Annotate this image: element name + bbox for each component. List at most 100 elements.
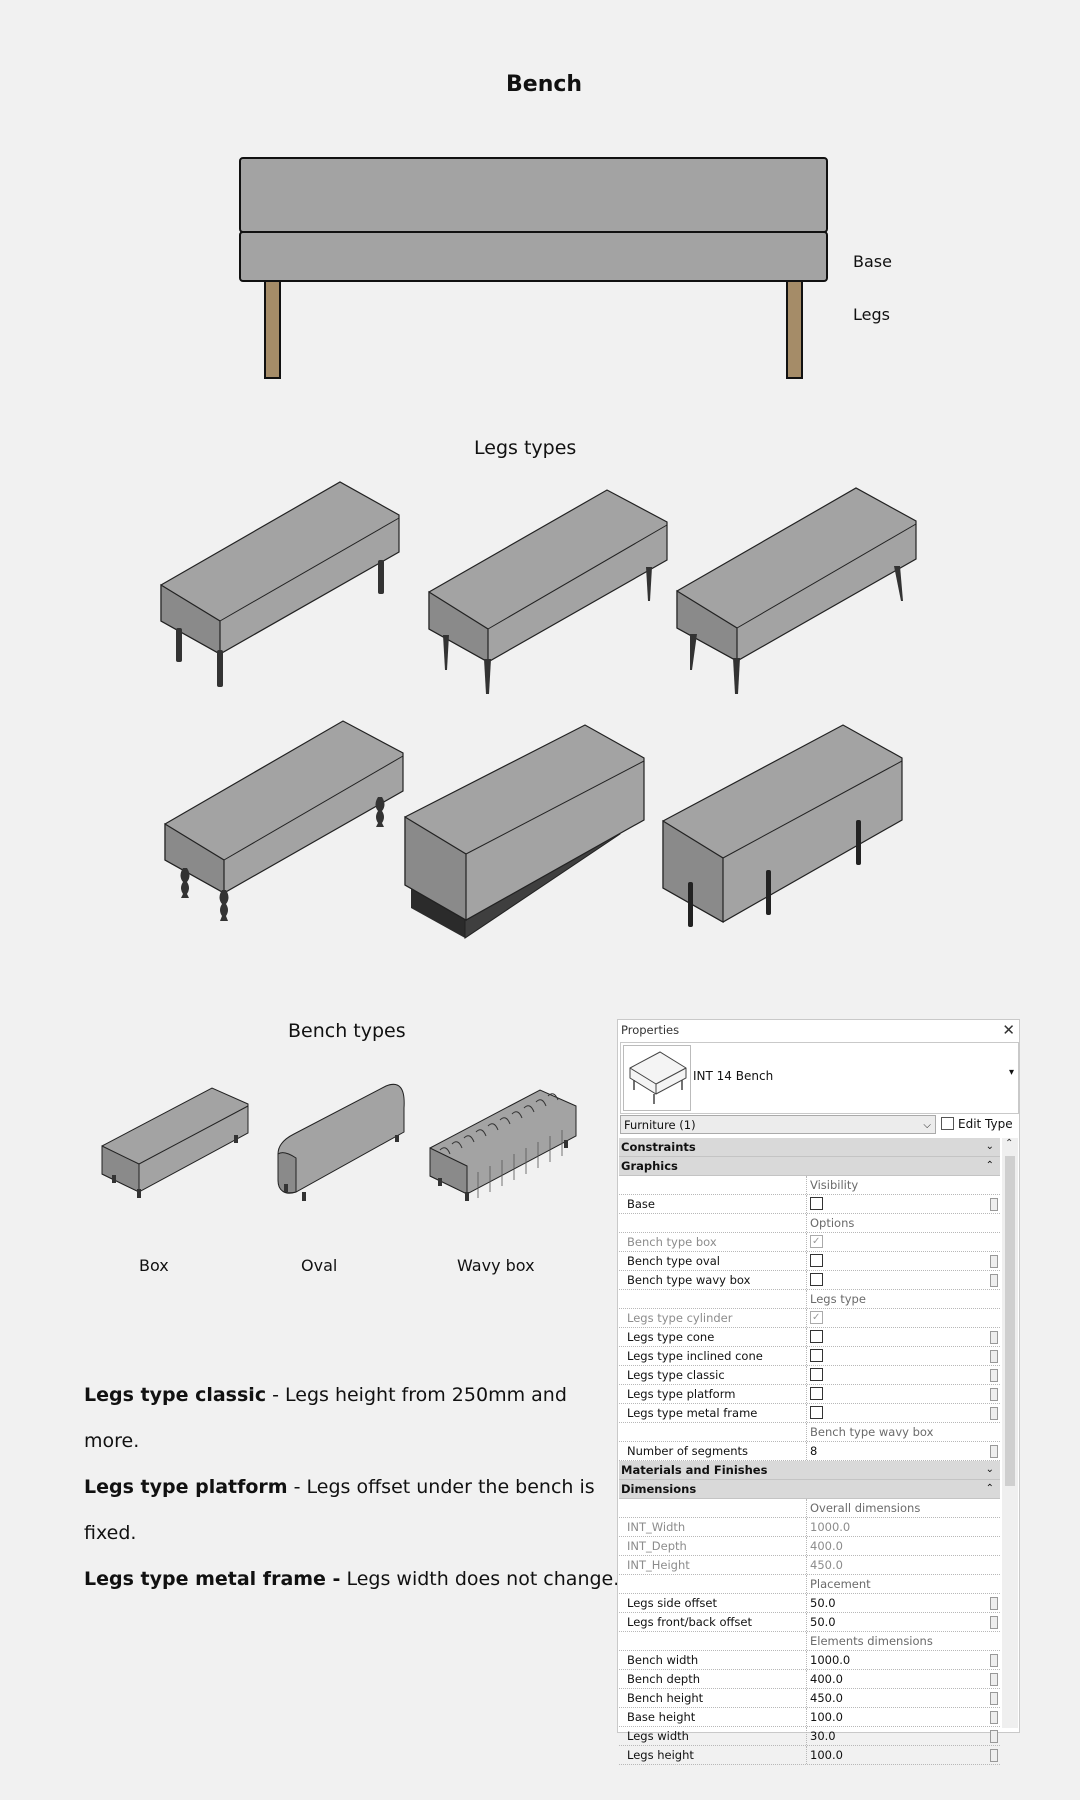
legs-type-notes: Legs type classic - Legs height from 250…: [84, 1372, 624, 1602]
property-value-field: 1000.0: [807, 1518, 987, 1536]
associate-parameter-button[interactable]: [990, 1654, 998, 1667]
property-value-text: 1000.0: [810, 1653, 851, 1667]
property-row: Legs type platform: [619, 1385, 1000, 1404]
property-name: [619, 1290, 807, 1308]
associate-parameter-button[interactable]: [990, 1198, 998, 1211]
property-name: [619, 1499, 807, 1517]
property-checkbox[interactable]: [810, 1387, 823, 1400]
type-dropdown-icon[interactable]: ▾: [1008, 1067, 1014, 1078]
property-checkbox[interactable]: [810, 1368, 823, 1381]
property-checkbox[interactable]: [810, 1330, 823, 1343]
edit-type-button[interactable]: Edit Type: [941, 1115, 1017, 1134]
property-row: Legs type cone: [619, 1328, 1000, 1347]
property-checkbox: [810, 1233, 823, 1251]
edit-type-icon: [941, 1117, 954, 1130]
bench-types-drawings: [101, 1083, 577, 1201]
bench-types-title: Bench types: [288, 1020, 406, 1042]
property-row: Legs type metal frame: [619, 1404, 1000, 1423]
collapse-chevron-icon[interactable]: ⌃: [985, 1483, 994, 1494]
associate-parameter-button[interactable]: [990, 1388, 998, 1401]
collapse-chevron-icon[interactable]: ⌃: [985, 1160, 994, 1171]
category-filter-select[interactable]: Furniture (1) ⌵: [620, 1115, 936, 1134]
type-selector[interactable]: INT 14 Bench ▾: [620, 1042, 1019, 1114]
property-value-field[interactable]: 30.0: [807, 1727, 987, 1745]
property-row: Legs type cylinder: [619, 1309, 1000, 1328]
legs-cone-bench: [428, 489, 668, 694]
property-name: Legs side offset: [619, 1594, 807, 1612]
group-header[interactable]: Dimensions ⌃: [619, 1480, 1000, 1499]
bench-type-box-label: Box: [139, 1256, 169, 1275]
property-value-text: 100.0: [810, 1710, 843, 1724]
property-name: [619, 1632, 807, 1650]
group-label: Dimensions: [621, 1482, 697, 1496]
group-header[interactable]: Graphics ⌃: [619, 1157, 1000, 1176]
property-checkbox[interactable]: [810, 1197, 823, 1210]
property-name: [619, 1176, 807, 1194]
close-icon[interactable]: ✕: [1002, 1021, 1015, 1039]
property-value-field[interactable]: 50.0: [807, 1613, 987, 1631]
associate-parameter-button[interactable]: [990, 1407, 998, 1420]
property-checkbox[interactable]: [810, 1273, 823, 1286]
property-value-text: 100.0: [810, 1748, 843, 1762]
properties-palette: Properties ✕ INT 14 Bench ▾ Furniture (1…: [617, 1019, 1020, 1765]
subgroup-label: Legs type: [810, 1292, 866, 1306]
bench-title: Bench: [506, 72, 583, 97]
associate-parameter-button[interactable]: [990, 1673, 998, 1686]
group-label: Graphics: [621, 1159, 678, 1173]
subgroup-row: Placement: [619, 1575, 1000, 1594]
property-value-field[interactable]: 100.0: [807, 1746, 987, 1764]
associate-parameter-button[interactable]: [990, 1711, 998, 1724]
collapse-chevron-icon[interactable]: ⌄: [985, 1141, 994, 1152]
associate-parameter-button[interactable]: [990, 1369, 998, 1382]
bench-type-wavy-box-label: Wavy box: [457, 1256, 535, 1275]
property-value-field[interactable]: 100.0: [807, 1708, 987, 1726]
property-checkbox[interactable]: [810, 1254, 823, 1267]
associate-parameter-button[interactable]: [990, 1331, 998, 1344]
scrollbar-thumb[interactable]: [1005, 1156, 1015, 1486]
property-value-field[interactable]: 8: [807, 1442, 987, 1460]
property-value: [807, 1309, 987, 1327]
category-filter-value: Furniture (1): [624, 1118, 696, 1132]
property-row: Bench type box: [619, 1233, 1000, 1252]
property-name: [619, 1575, 807, 1593]
bench-type-oval: [277, 1083, 405, 1201]
property-value-field[interactable]: 400.0: [807, 1670, 987, 1688]
property-value-field[interactable]: 50.0: [807, 1594, 987, 1612]
bench-leg-left: [264, 280, 281, 379]
property-name: Legs type cylinder: [619, 1309, 807, 1327]
collapse-chevron-icon[interactable]: ⌄: [985, 1464, 994, 1475]
associate-parameter-button[interactable]: [990, 1255, 998, 1268]
associate-parameter-button[interactable]: [990, 1692, 998, 1705]
property-name: Legs front/back offset: [619, 1613, 807, 1631]
property-name: INT_Width: [619, 1518, 807, 1536]
property-checkbox[interactable]: [810, 1349, 823, 1362]
associate-parameter-button[interactable]: [990, 1616, 998, 1629]
base-callout: Base: [853, 252, 892, 271]
subgroup-label: Visibility: [810, 1178, 859, 1192]
property-value: [807, 1404, 987, 1422]
type-name: INT 14 Bench: [693, 1069, 774, 1083]
property-value-field[interactable]: 450.0: [807, 1689, 987, 1707]
associate-parameter-button[interactable]: [990, 1749, 998, 1762]
properties-scrollbar[interactable]: ⌃: [1002, 1138, 1018, 1728]
property-name: Legs type platform: [619, 1385, 807, 1403]
associate-parameter-button[interactable]: [990, 1350, 998, 1363]
associate-parameter-button[interactable]: [990, 1597, 998, 1610]
properties-header: Properties ✕: [618, 1020, 1019, 1040]
group-header[interactable]: Constraints⌄: [619, 1138, 1000, 1157]
associate-parameter-button[interactable]: [990, 1274, 998, 1287]
property-checkbox[interactable]: [810, 1406, 823, 1419]
associate-parameter-button[interactable]: [990, 1730, 998, 1743]
associate-parameter-button[interactable]: [990, 1445, 998, 1458]
property-value: [807, 1252, 987, 1270]
property-value-field: 450.0: [807, 1556, 987, 1574]
scroll-up-icon[interactable]: ⌃: [1005, 1138, 1014, 1149]
property-name: Legs type metal frame: [619, 1404, 807, 1422]
group-header[interactable]: Materials and Finishes⌄: [619, 1461, 1000, 1480]
property-value-field[interactable]: 1000.0: [807, 1651, 987, 1669]
subgroup-row: Elements dimensions: [619, 1632, 1000, 1651]
